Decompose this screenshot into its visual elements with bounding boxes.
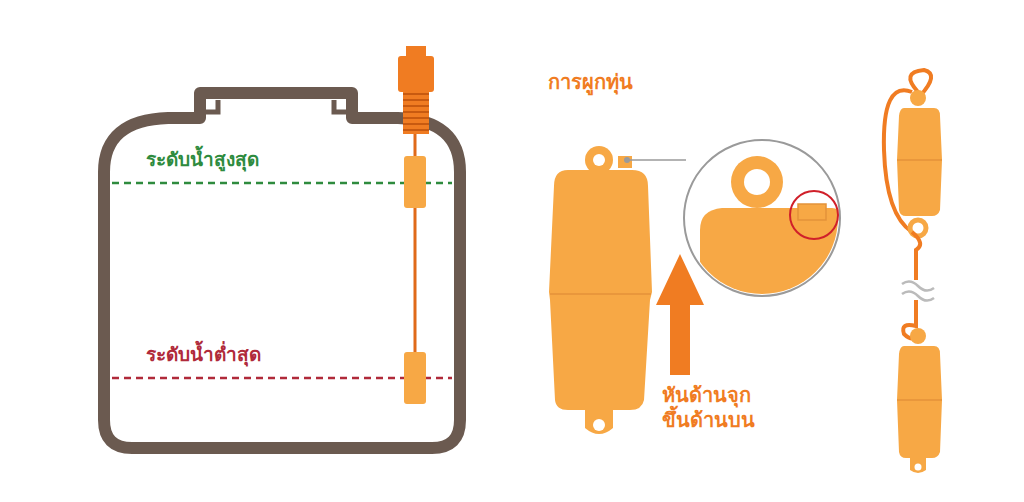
up-arrow bbox=[656, 254, 704, 375]
leader-line bbox=[628, 159, 686, 161]
float-large bbox=[549, 146, 652, 434]
tank-neck-lip bbox=[206, 100, 346, 112]
min-level-label: ระดับน้ำต่ำสุด bbox=[146, 343, 261, 367]
highlight-circle bbox=[790, 191, 838, 239]
orientation-note: หันด้านจุก ขึ้นด้านบน bbox=[662, 383, 780, 433]
max-level-label: ระดับน้ำสูงสุด bbox=[146, 148, 259, 172]
tank-outline bbox=[104, 93, 460, 448]
zoom-detail bbox=[700, 156, 852, 300]
tied-floats bbox=[884, 70, 942, 473]
min-level-line bbox=[112, 377, 452, 380]
section-heading: การผูกทุ่น bbox=[548, 70, 633, 95]
leader-dot bbox=[624, 157, 630, 163]
max-level-line bbox=[112, 182, 452, 185]
float-switch bbox=[398, 46, 434, 404]
